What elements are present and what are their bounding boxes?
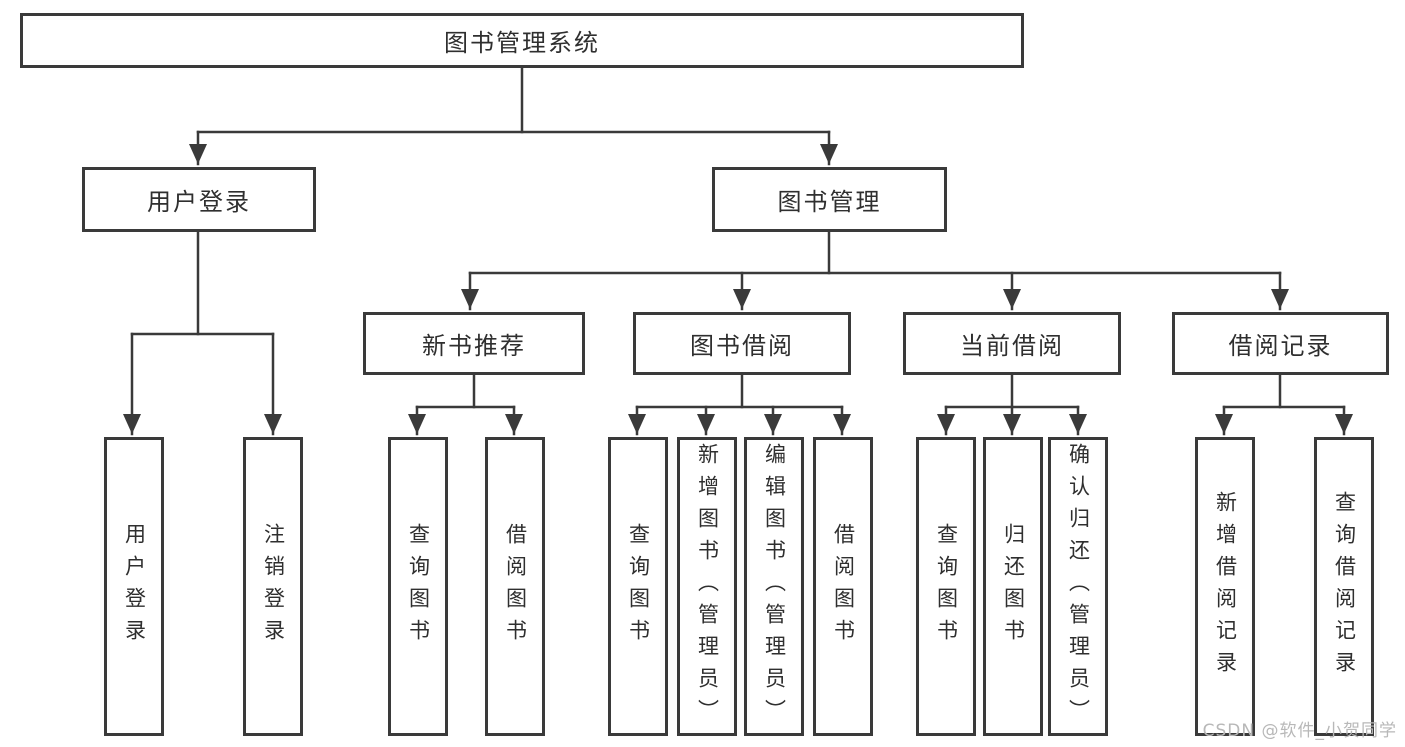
node-leaf-add-books-admin: 新增图书（管理员） xyxy=(677,437,737,736)
node-leaf-query-borrow-record: 查询借阅记录 xyxy=(1314,437,1374,736)
node-label: 图书借阅 xyxy=(690,332,794,360)
csdn-watermark: CSDN @软件_小贺同学 xyxy=(1202,721,1397,741)
node-label: 归还图书 xyxy=(1001,522,1026,651)
node-label: 借阅记录 xyxy=(1228,332,1333,360)
node-label: 查询图书 xyxy=(626,522,651,651)
node-label: 图书管理系统 xyxy=(444,29,600,57)
node-leaf-confirm-return-admin: 确认归还（管理员） xyxy=(1048,437,1108,736)
node-leaf-query-books: 查询图书 xyxy=(388,437,448,736)
node-leaf-logout: 注销登录 xyxy=(243,437,303,736)
node-book-management: 图书管理 xyxy=(712,167,947,232)
node-leaf-user-login: 用户登录 xyxy=(104,437,164,736)
node-label: 新增借阅记录 xyxy=(1213,490,1238,683)
node-label: 注销登录 xyxy=(261,522,286,651)
node-leaf-add-borrow-record: 新增借阅记录 xyxy=(1195,437,1255,736)
node-label: 确认归还（管理员） xyxy=(1066,442,1091,731)
node-label: 查询图书 xyxy=(934,522,959,651)
node-book-management-system: 图书管理系统 xyxy=(20,13,1024,68)
node-leaf-query-books: 查询图书 xyxy=(608,437,668,736)
node-leaf-edit-books-admin: 编辑图书（管理员） xyxy=(744,437,804,736)
node-label: 借阅图书 xyxy=(831,522,856,651)
node-label: 当前借阅 xyxy=(960,332,1064,360)
node-leaf-borrow-books: 借阅图书 xyxy=(813,437,873,736)
node-leaf-query-books: 查询图书 xyxy=(916,437,976,736)
node-label: 借阅图书 xyxy=(503,522,528,651)
node-current-borrowing: 当前借阅 xyxy=(903,312,1121,375)
node-user-login: 用户登录 xyxy=(82,167,316,232)
node-borrowing-records: 借阅记录 xyxy=(1172,312,1389,375)
node-label: 新书推荐 xyxy=(422,332,526,360)
node-label: 编辑图书（管理员） xyxy=(762,442,787,731)
node-label: 用户登录 xyxy=(147,188,251,216)
node-label: 新增图书（管理员） xyxy=(695,442,720,731)
node-label: 用户登录 xyxy=(122,522,147,651)
node-label: 查询图书 xyxy=(406,522,431,651)
node-new-book-recommendation: 新书推荐 xyxy=(363,312,585,375)
node-book-borrowing: 图书借阅 xyxy=(633,312,851,375)
node-leaf-borrow-books: 借阅图书 xyxy=(485,437,545,736)
node-label: 图书管理 xyxy=(777,188,882,216)
node-label: 查询借阅记录 xyxy=(1332,490,1357,683)
node-leaf-return-books: 归还图书 xyxy=(983,437,1043,736)
